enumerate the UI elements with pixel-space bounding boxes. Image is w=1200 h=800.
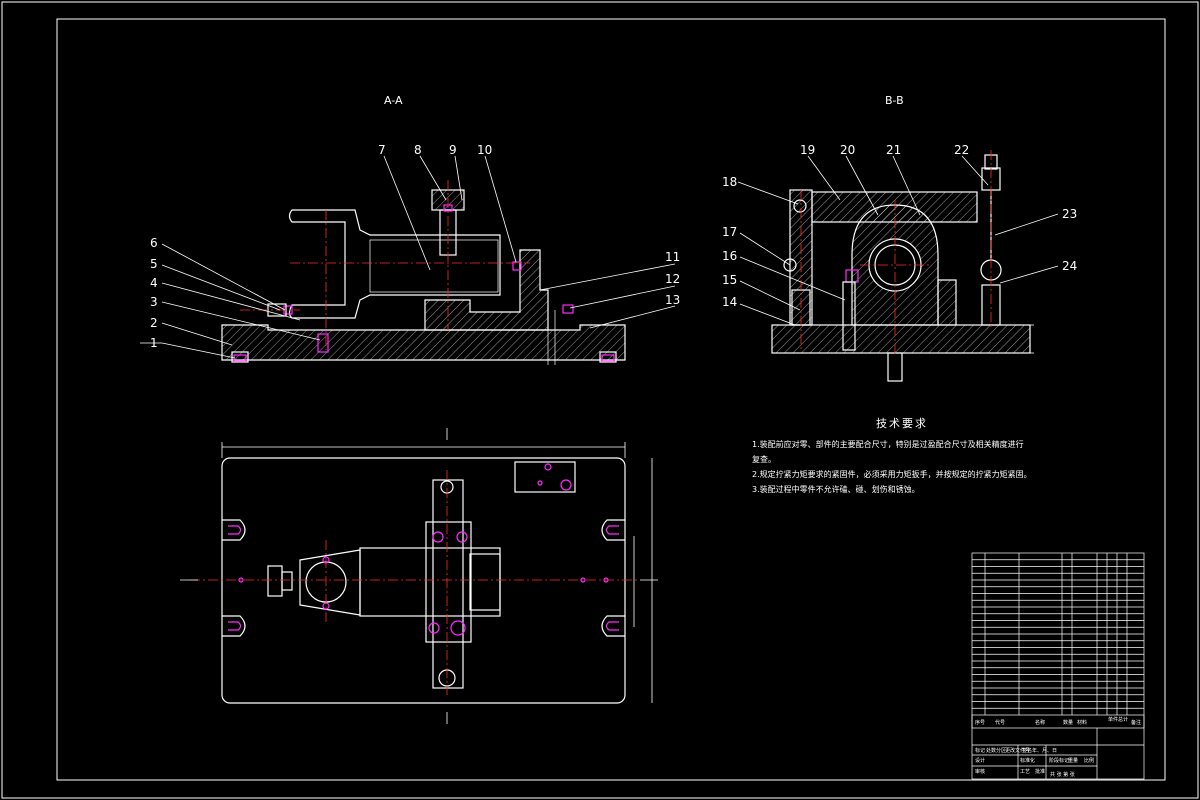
svg-text:名称: 名称 bbox=[1035, 719, 1045, 726]
svg-text:签名: 签名 bbox=[1022, 747, 1032, 754]
technical-requirement-line: 2.规定拧紧力矩要求的紧固件，必须采用力矩扳手，并按规定的拧紧力矩紧固。 bbox=[752, 470, 1032, 479]
aa-support-block bbox=[424, 249, 549, 331]
aa-label-6: 6 bbox=[150, 236, 158, 250]
svg-text:总计: 总计 bbox=[1118, 716, 1128, 723]
section-aa-view: A-A bbox=[140, 94, 680, 365]
aa-label-3: 3 bbox=[150, 295, 158, 309]
inner-frame bbox=[56, 18, 1166, 781]
svg-text:代号: 代号 bbox=[995, 719, 1005, 726]
aa-label-7: 7 bbox=[378, 143, 386, 157]
aa-label-11: 11 bbox=[665, 250, 680, 264]
bb-label-22: 22 bbox=[954, 143, 969, 157]
bb-label-14: 14 bbox=[722, 295, 737, 309]
svg-text:数量: 数量 bbox=[1063, 719, 1073, 726]
bb-label-17: 17 bbox=[722, 225, 737, 239]
bb-label-15: 15 bbox=[722, 273, 737, 287]
aa-label-5: 5 bbox=[150, 257, 158, 271]
svg-text:更改文件号: 更改文件号 bbox=[1005, 747, 1030, 754]
svg-text:年、月、日: 年、月、日 bbox=[1032, 747, 1057, 754]
plan-view bbox=[180, 428, 658, 724]
technical-requirements-title: 技术要求 bbox=[876, 417, 928, 430]
svg-text:处数: 处数 bbox=[986, 747, 996, 754]
aa-fork-workpiece bbox=[288, 209, 501, 319]
svg-text:批准: 批准 bbox=[1035, 768, 1045, 775]
plan-base-plate bbox=[221, 457, 626, 704]
aa-label-9: 9 bbox=[449, 143, 457, 157]
bb-base-plate bbox=[771, 324, 1031, 354]
svg-text:标记: 标记 bbox=[975, 747, 985, 754]
section-bb-view: B-B bbox=[722, 94, 1077, 382]
technical-requirement-line: 3.装配过程中零件不允许磕、碰、划伤和锈蚀。 bbox=[752, 485, 920, 494]
svg-text:重量: 重量 bbox=[1068, 757, 1078, 764]
section-bb-title: B-B bbox=[885, 94, 904, 107]
aa-label-10: 10 bbox=[477, 143, 492, 157]
aa-label-12: 12 bbox=[665, 272, 680, 286]
bb-label-19: 19 bbox=[800, 143, 815, 157]
svg-text:材料: 材料 bbox=[1077, 719, 1087, 726]
svg-text:工艺: 工艺 bbox=[1020, 769, 1030, 775]
svg-text:共 张 第 张: 共 张 第 张 bbox=[1050, 771, 1075, 778]
aa-base-plate bbox=[221, 324, 626, 361]
svg-text:比例: 比例 bbox=[1084, 757, 1094, 764]
bb-label-16: 16 bbox=[722, 249, 737, 263]
svg-text:分区: 分区 bbox=[996, 747, 1006, 754]
section-aa-title: A-A bbox=[384, 94, 403, 107]
svg-text:阶段标记: 阶段标记 bbox=[1049, 757, 1069, 764]
bb-label-23: 23 bbox=[1062, 207, 1077, 221]
aa-label-13: 13 bbox=[665, 293, 680, 307]
bb-label-24: 24 bbox=[1062, 259, 1077, 273]
aa-label-2: 2 bbox=[150, 316, 158, 330]
svg-text:设计: 设计 bbox=[975, 757, 985, 764]
svg-text:标准化: 标准化 bbox=[1020, 757, 1035, 764]
svg-text:审核: 审核 bbox=[975, 768, 985, 775]
svg-text:序号: 序号 bbox=[975, 719, 985, 726]
aa-label-1: 1 bbox=[150, 336, 158, 350]
svg-text:备注: 备注 bbox=[1131, 719, 1141, 726]
aa-label-4: 4 bbox=[150, 276, 158, 290]
technical-requirements: 技术要求 1.装配前应对零、部件的主要配合尺寸，特别是过盈配合尺寸及相关精度进行… bbox=[752, 416, 1052, 497]
aa-label-8: 8 bbox=[414, 143, 422, 157]
title-block: 序号 代号 名称 数量 材料 单件 总计 备注 标记 处数 分区 更改文件号 签… bbox=[971, 552, 1145, 780]
bb-label-18: 18 bbox=[722, 175, 737, 189]
technical-requirement-line: 复查。 bbox=[752, 455, 776, 464]
technical-requirement-line: 1.装配前应对零、部件的主要配合尺寸，特别是过盈配合尺寸及相关精度进行 bbox=[752, 440, 1024, 449]
bb-label-20: 20 bbox=[840, 143, 855, 157]
svg-text:单件: 单件 bbox=[1108, 716, 1118, 723]
bb-label-21: 21 bbox=[886, 143, 901, 157]
